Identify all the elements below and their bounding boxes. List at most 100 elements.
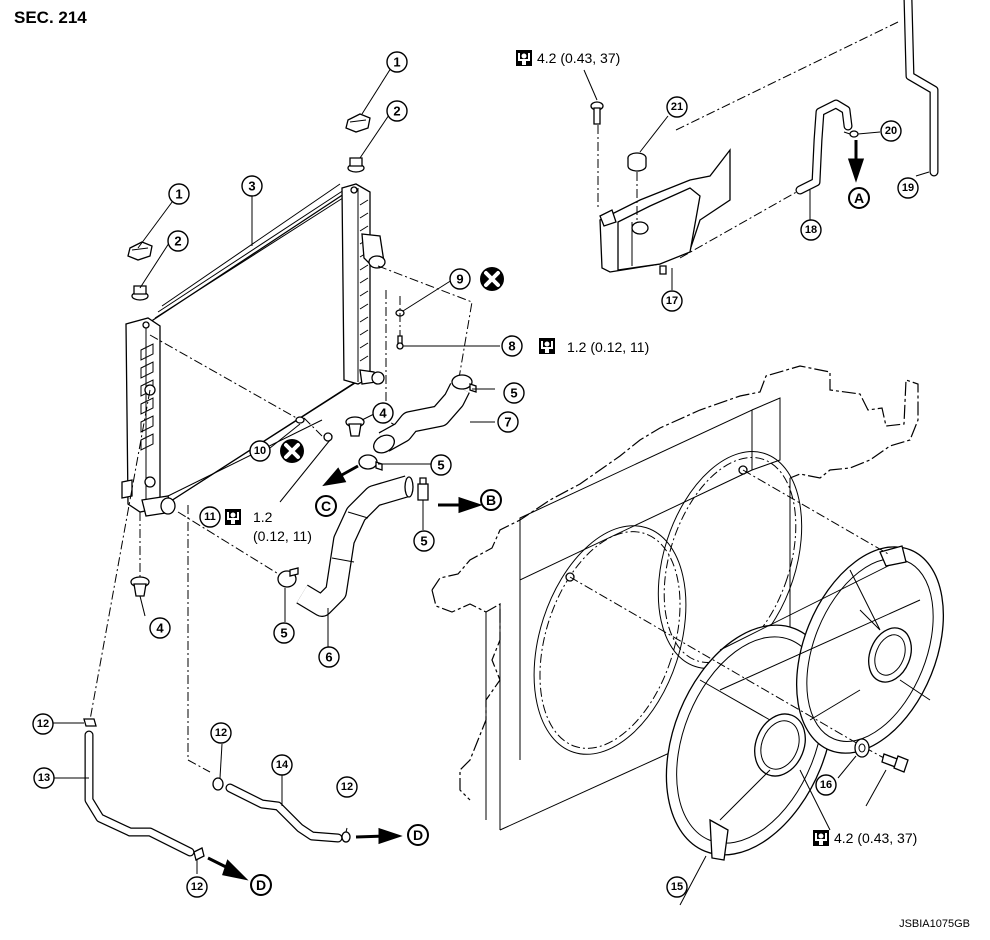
svg-text:5: 5 bbox=[420, 534, 427, 549]
arrow-to-C bbox=[322, 464, 359, 487]
mounting-bracket-upper-left bbox=[127, 241, 153, 261]
callout-12: 12 bbox=[210, 722, 232, 744]
callout-20: 20 bbox=[880, 120, 902, 142]
svg-text:1: 1 bbox=[175, 187, 182, 202]
svg-text:17: 17 bbox=[666, 295, 678, 307]
callout-1: 1 bbox=[386, 51, 408, 73]
mounting-rubber-lower-right bbox=[345, 416, 365, 437]
svg-text:C: C bbox=[321, 498, 331, 514]
leader-lines bbox=[52, 67, 930, 906]
arrow-to-B bbox=[438, 496, 483, 514]
callout-10: 10 bbox=[249, 440, 271, 462]
svg-text:12: 12 bbox=[191, 881, 203, 893]
arrow-to-D-left bbox=[207, 856, 249, 881]
svg-text:1.2: 1.2 bbox=[253, 509, 273, 525]
arrow-to-A bbox=[847, 140, 865, 183]
callout-12: 12 bbox=[336, 776, 358, 798]
guide-line bbox=[177, 511, 286, 579]
callout-17: 17 bbox=[661, 290, 683, 312]
callout-15: 15 bbox=[666, 876, 688, 898]
callout-4: 4 bbox=[149, 617, 171, 639]
svg-text:4: 4 bbox=[379, 406, 387, 421]
callout-12: 12 bbox=[186, 876, 208, 898]
svg-text:5: 5 bbox=[510, 386, 517, 401]
guide-line bbox=[679, 189, 801, 259]
radiator-core-support bbox=[431, 365, 919, 831]
svg-text:D: D bbox=[256, 877, 266, 893]
callout-13: 13 bbox=[33, 767, 55, 789]
callout-8: 8 bbox=[501, 335, 523, 357]
callout-16: 16 bbox=[815, 774, 837, 796]
svg-text:21: 21 bbox=[671, 101, 683, 113]
svg-text:11: 11 bbox=[204, 511, 216, 523]
callout-21: 21 bbox=[666, 96, 688, 118]
clamp-12-c bbox=[341, 831, 351, 843]
drain-plug-bolt-head bbox=[396, 342, 404, 350]
fan-mounting-bolt bbox=[881, 753, 909, 773]
svg-text:6: 6 bbox=[325, 650, 332, 665]
radiator bbox=[121, 183, 386, 517]
radiator-hose-upper bbox=[373, 383, 470, 454]
svg-text:16: 16 bbox=[820, 779, 832, 791]
guide-line bbox=[675, 21, 899, 131]
torque-spec-drain-plug: 1.2 (0.12, 11) bbox=[225, 509, 312, 544]
guide-line bbox=[149, 334, 301, 421]
mounting-rubber-upper-left bbox=[131, 285, 149, 301]
svg-text:D: D bbox=[413, 827, 423, 843]
fan-mounting-rubber bbox=[854, 738, 870, 758]
cooler-hose-13 bbox=[84, 730, 195, 857]
radiator-hose-lower bbox=[296, 475, 414, 617]
connection-D: D bbox=[407, 824, 429, 846]
clamp-5-upper bbox=[451, 374, 477, 393]
svg-text:8: 8 bbox=[508, 339, 515, 354]
callout-19: 19 bbox=[897, 177, 919, 199]
svg-text:20: 20 bbox=[885, 125, 897, 137]
svg-text:15: 15 bbox=[671, 881, 683, 893]
clamp-5-lower bbox=[277, 567, 299, 588]
mounting-rubber-lower-left bbox=[130, 576, 150, 597]
callout-11: 11 bbox=[199, 506, 221, 528]
torque-spec-drain-bolt: 1.2 (0.12, 11) bbox=[539, 338, 649, 355]
svg-text:18: 18 bbox=[805, 224, 817, 236]
svg-text:5: 5 bbox=[437, 458, 444, 473]
svg-text:1: 1 bbox=[393, 55, 400, 70]
connection-D: D bbox=[250, 874, 272, 896]
connection-A: A bbox=[848, 187, 870, 209]
svg-text:B: B bbox=[486, 492, 496, 508]
svg-text:9: 9 bbox=[456, 272, 463, 287]
guide-line bbox=[377, 265, 473, 385]
svg-text:3: 3 bbox=[248, 179, 255, 194]
callout-5: 5 bbox=[273, 622, 295, 644]
callout-5: 5 bbox=[503, 382, 525, 404]
mounting-rubber-upper-right bbox=[347, 157, 365, 173]
svg-text:5: 5 bbox=[280, 626, 287, 641]
callout-1: 1 bbox=[168, 183, 190, 205]
do-not-reuse-icon bbox=[480, 267, 504, 291]
callout-5: 5 bbox=[430, 454, 452, 476]
svg-text:10: 10 bbox=[254, 445, 266, 457]
callout-12: 12 bbox=[32, 713, 54, 735]
tightening-torque-icon bbox=[516, 50, 532, 66]
drain-plug-11 bbox=[323, 432, 333, 442]
cooling-fan-assembly bbox=[665, 545, 945, 861]
callout-5: 5 bbox=[413, 530, 435, 552]
svg-text:A: A bbox=[854, 190, 864, 206]
torque-spec-fan-bolt: 4.2 (0.43, 37) bbox=[813, 830, 917, 846]
do-not-reuse-icon bbox=[280, 439, 304, 463]
arrow-to-D-right bbox=[355, 827, 403, 845]
reservoir-tank bbox=[599, 148, 731, 275]
svg-text:2: 2 bbox=[174, 234, 181, 249]
section-title: SEC. 214 bbox=[14, 8, 87, 27]
reservoir-tank-hose bbox=[795, 99, 853, 195]
callout-4: 4 bbox=[372, 402, 394, 424]
svg-text:7: 7 bbox=[504, 415, 511, 430]
clamp-12-a bbox=[83, 718, 97, 727]
svg-text:2: 2 bbox=[393, 104, 400, 119]
svg-text:1.2 (0.12, 11): 1.2 (0.12, 11) bbox=[567, 339, 649, 355]
tightening-torque-icon bbox=[225, 509, 241, 525]
mounting-bracket-upper-right bbox=[345, 113, 371, 133]
svg-text:4.2 (0.43, 37): 4.2 (0.43, 37) bbox=[537, 50, 620, 66]
clamp-12-b bbox=[212, 777, 224, 791]
svg-text:12: 12 bbox=[341, 781, 353, 793]
